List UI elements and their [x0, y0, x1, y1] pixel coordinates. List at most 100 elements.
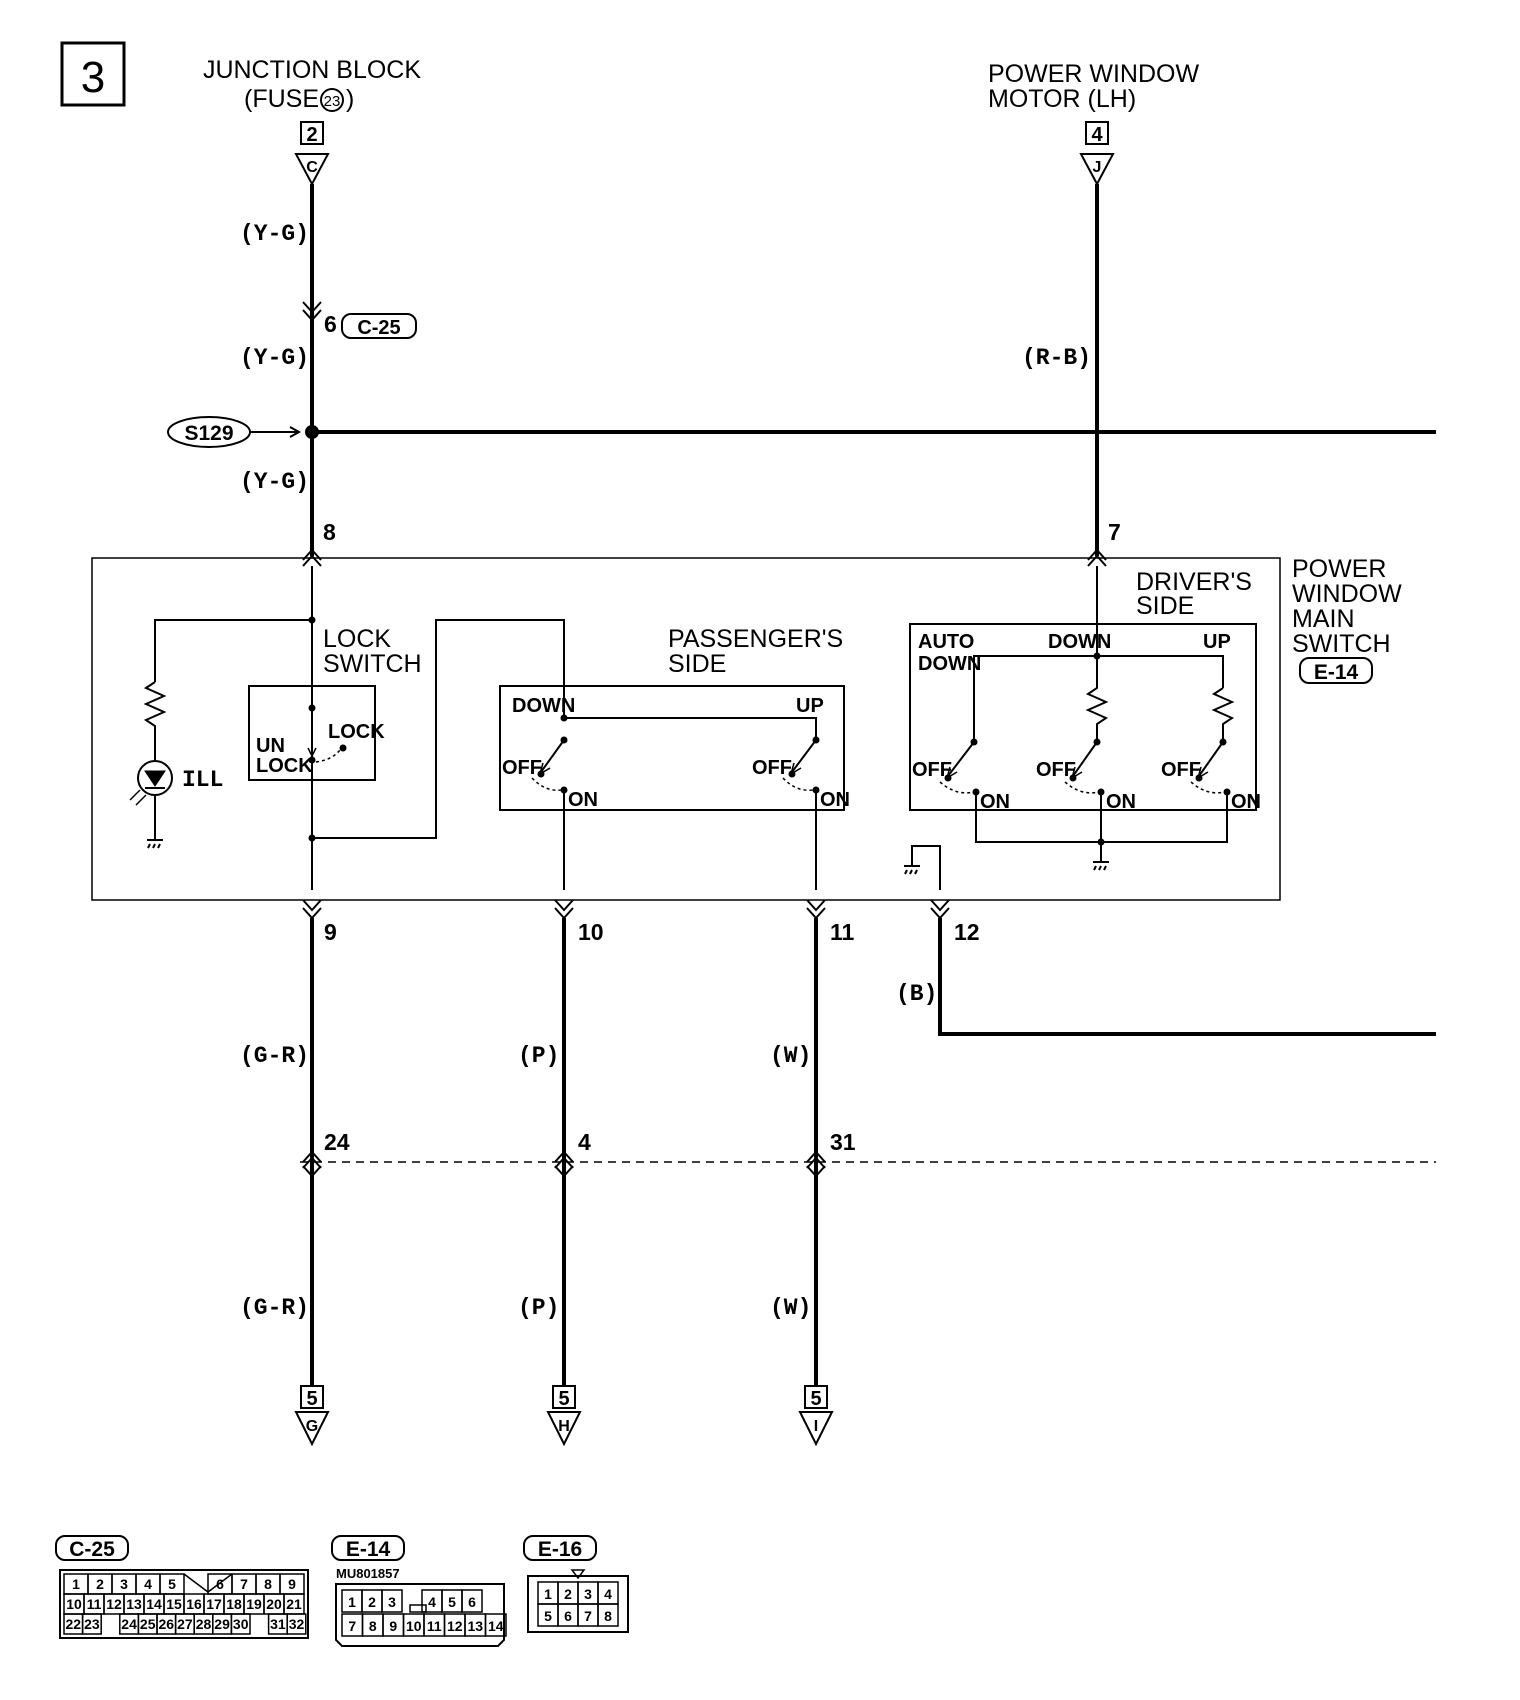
e14-row2-pin: 14	[488, 1618, 504, 1634]
page-ref-letter-bottom-3: I	[814, 1418, 818, 1435]
c25-row2-pin: 11	[87, 1596, 102, 1612]
c25-key-notch	[183, 1573, 233, 1593]
pin-24: 24	[324, 1129, 350, 1155]
page-ref-arrow-bottom-1	[294, 1411, 330, 1447]
e16-row2-pin: 7	[584, 1608, 592, 1624]
driver-auto-on-label: ON	[980, 791, 1010, 813]
lock-switch-label-1: LOCK	[323, 625, 391, 653]
c25-housing	[59, 1569, 309, 1639]
c25-row2-pin: 13	[126, 1596, 142, 1612]
ill-light-arrows	[129, 789, 147, 806]
switch-title-1: POWER	[1292, 555, 1386, 583]
unlock-label-1: UN	[256, 735, 285, 757]
passenger-down-off-label: OFF	[502, 757, 542, 779]
e14-view-title: E-14	[346, 1538, 391, 1561]
e16-view-title: E-16	[538, 1538, 582, 1561]
driver-auto-contact	[947, 741, 975, 777]
c25-connector-tag	[341, 313, 417, 339]
driver-up-off-label: OFF	[1161, 759, 1201, 781]
pin12-ground-symbol	[904, 865, 920, 875]
passenger-down-contact	[540, 739, 565, 773]
page-ref-letter-bottom-1: G	[306, 1418, 318, 1435]
power-window-main-switch-box	[91, 557, 1281, 901]
pin24-connector	[302, 1150, 322, 1178]
driver-up-label: UP	[1203, 631, 1231, 653]
e16-key-arrow	[570, 1569, 586, 1580]
passenger-down-label: DOWN	[512, 695, 575, 717]
e14-row1-cell	[381, 1589, 403, 1613]
c25-row2-pin: 10	[66, 1596, 82, 1612]
wire-color-yg-1: (Y-G)	[240, 221, 309, 247]
page-ref-arrow-top-right	[1079, 153, 1115, 187]
pin10-connector	[554, 899, 574, 920]
wire-color-p-1: (P)	[518, 1043, 559, 1069]
c25-row1-pin: 2	[96, 1576, 104, 1592]
c25-row3-pin: 24	[121, 1616, 137, 1632]
junction-block-fuse-suffix: )	[346, 85, 354, 113]
c25-row1-pin: 5	[168, 1576, 176, 1592]
e14-row2-pin: 11	[427, 1618, 442, 1634]
e14-row1-pin: 2	[368, 1594, 376, 1610]
passenger-down-on-label: ON	[568, 789, 598, 811]
e14-view-tag	[331, 1535, 405, 1561]
driver-auto-label-1: AUTO	[918, 631, 974, 653]
c25-row2-pin: 12	[106, 1596, 122, 1612]
e16-row1-pin: 1	[544, 1586, 552, 1602]
lock-switch-arc	[315, 749, 341, 763]
e16-row1-pin: 4	[604, 1586, 612, 1602]
e14-row2-pin: 9	[389, 1618, 397, 1634]
fuse-number: 23	[324, 93, 341, 110]
passenger-up-contact	[791, 739, 817, 773]
c25-row3-cell	[230, 1613, 251, 1635]
passenger-label-2: SIDE	[668, 650, 726, 678]
e16-row1-pin: 2	[564, 1586, 572, 1602]
wire-color-gr-1: (G-R)	[240, 1043, 309, 1069]
unlock-label-2: LOCK	[256, 755, 313, 777]
e16-row2-pin: 6	[564, 1608, 572, 1624]
c25-row1-pin: 8	[264, 1576, 272, 1592]
c25-row3-pin: 30	[233, 1616, 249, 1632]
ill-led-symbol	[144, 770, 166, 787]
page-ref-bottom-2: 5	[558, 1388, 569, 1410]
ill-branch-wire	[154, 619, 312, 682]
fuse-number-circle	[320, 88, 344, 112]
e16-view-tag	[523, 1535, 597, 1561]
c25-row3-pin: 31	[270, 1616, 286, 1632]
driver-down-label: DOWN	[1048, 631, 1111, 653]
e14-row1-pin: 5	[448, 1594, 456, 1610]
pin-9: 9	[324, 919, 337, 945]
motor-label-line2: MOTOR (LH)	[988, 85, 1136, 113]
page-ref-box-top-left	[300, 121, 324, 145]
pin-10: 10	[578, 919, 604, 945]
lock-switch-dot-1	[308, 704, 316, 712]
e14-row2-pin: 10	[406, 1618, 422, 1634]
driver-up-resistor	[1211, 687, 1235, 740]
page-ref-letter-top-left: C	[306, 159, 318, 176]
e14-row1-pin: 6	[468, 1594, 476, 1610]
page-ref-top-left: 2	[306, 124, 317, 146]
page-ref-box-top-right	[1085, 121, 1109, 145]
c25-row1-pin: 9	[288, 1576, 296, 1592]
c25-row3-pin: 29	[214, 1616, 230, 1632]
c25-row3-pin: 28	[196, 1616, 212, 1632]
c25-view-tag	[55, 1535, 129, 1561]
passenger-up-off-dot	[788, 770, 796, 778]
passenger-label-1: PASSENGER'S	[668, 625, 843, 653]
c25-row1-pin: 7	[240, 1576, 248, 1592]
c25-row3-pin: 27	[177, 1616, 193, 1632]
pin12-connector	[930, 899, 950, 920]
pin9-connector	[302, 899, 322, 920]
c25-pin-number: 6	[324, 311, 337, 337]
e16-row2-pin: 8	[604, 1608, 612, 1624]
driver-auto-arc	[939, 781, 975, 794]
passenger-up-label: UP	[796, 695, 824, 717]
c25-row2-pin: 19	[246, 1596, 262, 1612]
passenger-up-arc	[782, 777, 814, 791]
driver-auto-label-2: DOWN	[918, 653, 981, 675]
c25-row2-pin: 17	[206, 1596, 222, 1612]
e14-row1-pin: 1	[348, 1594, 356, 1610]
c25-view-title: C-25	[69, 1538, 115, 1561]
c25-row1-pin: 6	[216, 1576, 224, 1592]
c25-row1-pin: 1	[72, 1576, 80, 1592]
motor-label-line1: POWER WINDOW	[988, 60, 1199, 88]
